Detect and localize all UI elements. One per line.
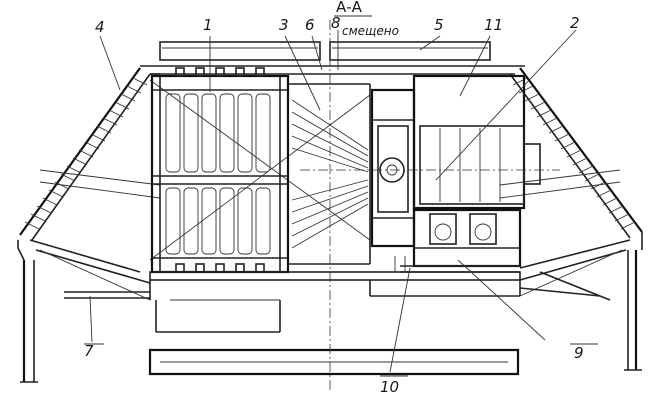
gearbox-base xyxy=(400,208,522,273)
callout-label-10: 10 xyxy=(380,378,399,396)
callout-label-8: 8 xyxy=(331,14,341,32)
callout-label-7: 7 xyxy=(84,342,94,360)
motor xyxy=(300,74,560,210)
right-louver-slope xyxy=(509,67,643,239)
leader-lines xyxy=(84,29,598,377)
callout-label-5: 5 xyxy=(434,16,444,34)
right-frame-leg xyxy=(519,232,643,371)
offset-note: смещено xyxy=(342,24,399,38)
callout-label-3: 3 xyxy=(279,16,289,34)
lower-frame xyxy=(149,256,521,333)
foundation-slab xyxy=(148,20,520,392)
section-title: А-А xyxy=(336,0,363,16)
top-cover xyxy=(140,41,525,75)
radiator-block xyxy=(150,67,290,274)
callout-label-6: 6 xyxy=(305,16,315,34)
callout-label-2: 2 xyxy=(570,14,580,32)
left-frame-leg xyxy=(17,239,151,383)
callout-label-1: 1 xyxy=(203,16,213,34)
fan-hub xyxy=(370,88,416,248)
callout-label-4: 4 xyxy=(95,18,105,36)
fan-shroud xyxy=(288,83,371,265)
cross-braces xyxy=(39,79,621,261)
callout-label-9: 9 xyxy=(574,344,584,362)
left-louver-slope xyxy=(19,67,160,241)
callout-label-11: 11 xyxy=(484,16,503,34)
